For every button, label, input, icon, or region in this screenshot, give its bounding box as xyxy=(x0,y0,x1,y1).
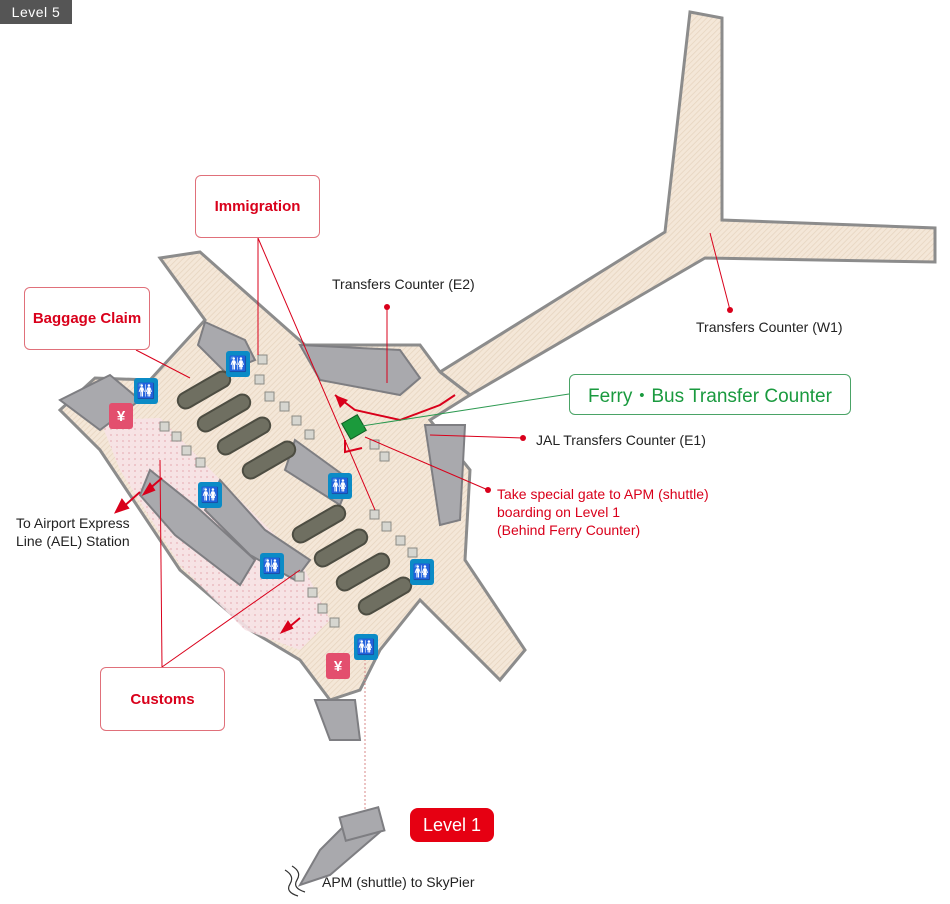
special-gate-label-1: Take special gate to APM (shuttle) xyxy=(497,486,709,502)
jal-transfers-counter-label: JAL Transfers Counter (E1) xyxy=(536,432,706,448)
transfers-counter-e2-label: Transfers Counter (E2) xyxy=(332,276,475,292)
transfers-counter-w1-label: Transfers Counter (W1) xyxy=(696,319,843,335)
wall-blocks xyxy=(58,320,467,741)
toilet-icon: 🚻 xyxy=(226,351,250,377)
concourse-arms xyxy=(437,10,937,397)
ferry-bus-transfer-counter: Ferry・Bus Transfer Counter xyxy=(569,374,851,415)
ferry-counter-marker xyxy=(341,414,367,440)
immigration-callout: Immigration xyxy=(195,175,320,238)
level-tag: Level 5 xyxy=(0,0,72,24)
ael-label-2: Line (AEL) Station xyxy=(16,533,130,549)
customs-callout: Customs xyxy=(100,667,225,731)
currency-exchange-icon: ¥ xyxy=(326,653,350,679)
level-1-badge: Level 1 xyxy=(410,808,494,842)
toilet-icon: 🚻 xyxy=(354,634,378,660)
toilet-icon: 🚻 xyxy=(410,559,434,585)
booth-kiosks xyxy=(159,354,418,628)
special-gate-label-2: boarding on Level 1 xyxy=(497,504,620,520)
baggage-claim-callout: Baggage Claim xyxy=(24,287,150,350)
ael-label-1: To Airport Express xyxy=(16,515,130,531)
apm-skypier-label: APM (shuttle) to SkyPier xyxy=(322,874,475,890)
toilet-icon: 🚻 xyxy=(328,473,352,499)
leader-dots xyxy=(384,304,733,493)
apm-station xyxy=(284,655,386,897)
leader-lines xyxy=(135,232,731,668)
baggage-carousels xyxy=(176,370,413,616)
exit-arrows xyxy=(114,477,301,635)
currency-exchange-icon: ¥ xyxy=(109,403,133,429)
toilet-icon: 🚻 xyxy=(198,482,222,508)
toilet-icon: 🚻 xyxy=(260,553,284,579)
toilet-icon: 🚻 xyxy=(134,378,158,404)
special-gate-label-3: (Behind Ferry Counter) xyxy=(497,522,641,538)
